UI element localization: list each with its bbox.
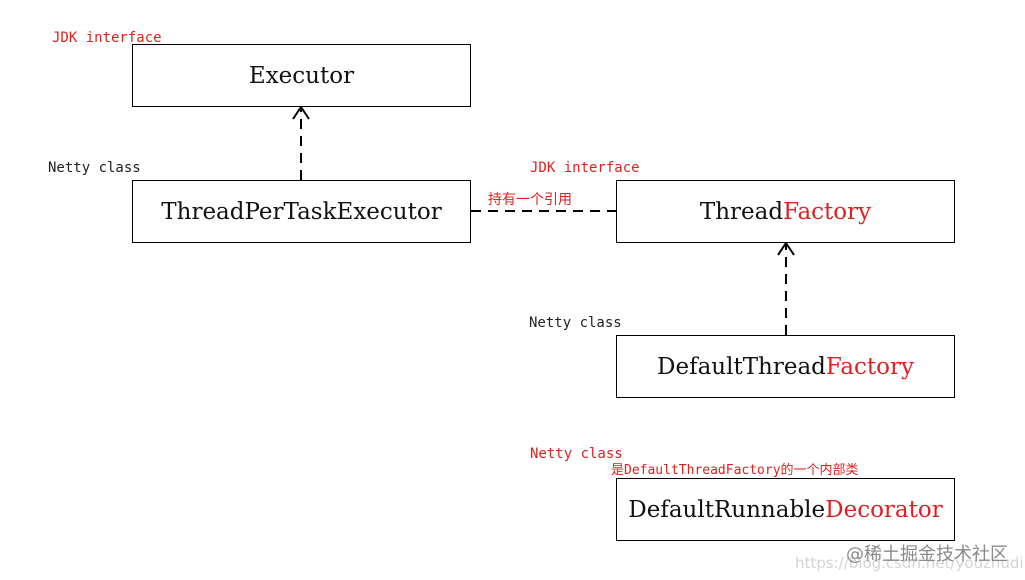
default-runnable-decorator-name-suffix: Decorator	[825, 496, 943, 523]
thread-per-task-executor-name: ThreadPerTaskExecutor	[161, 198, 442, 225]
default-runnable-decorator-tag: Netty class	[530, 446, 623, 462]
executor-box: Executor	[132, 44, 471, 107]
watermark-brand: @稀土掘金技术社区	[846, 544, 1008, 565]
holds-reference-label: 持有一个引用	[488, 192, 572, 208]
executor-name: Executor	[248, 62, 355, 89]
thread-per-task-executor-tag: Netty class	[48, 160, 141, 176]
executor-tag: JDK interface	[52, 30, 162, 46]
arrowhead-thread-factory	[777, 241, 795, 256]
default-thread-factory-name-prefix: DefaultThread	[657, 353, 826, 380]
default-thread-factory-tag: Netty class	[529, 315, 622, 331]
default-thread-factory-name-suffix: Factory	[825, 353, 914, 380]
thread-factory-name-suffix: Factory	[783, 198, 872, 225]
arrowhead-executor	[292, 105, 310, 120]
thread-factory-tag: JDK interface	[530, 160, 640, 176]
default-runnable-decorator-name-prefix: DefaultRunnable	[628, 496, 826, 523]
default-runnable-decorator-note: 是DefaultThreadFactory的一个内部类	[611, 463, 859, 478]
watermark-url: https://blog.csdn.net/youzhuding	[795, 554, 1025, 572]
thread-per-task-executor-box: ThreadPerTaskExecutor	[132, 180, 471, 243]
thread-factory-name-prefix: Thread	[699, 198, 784, 225]
